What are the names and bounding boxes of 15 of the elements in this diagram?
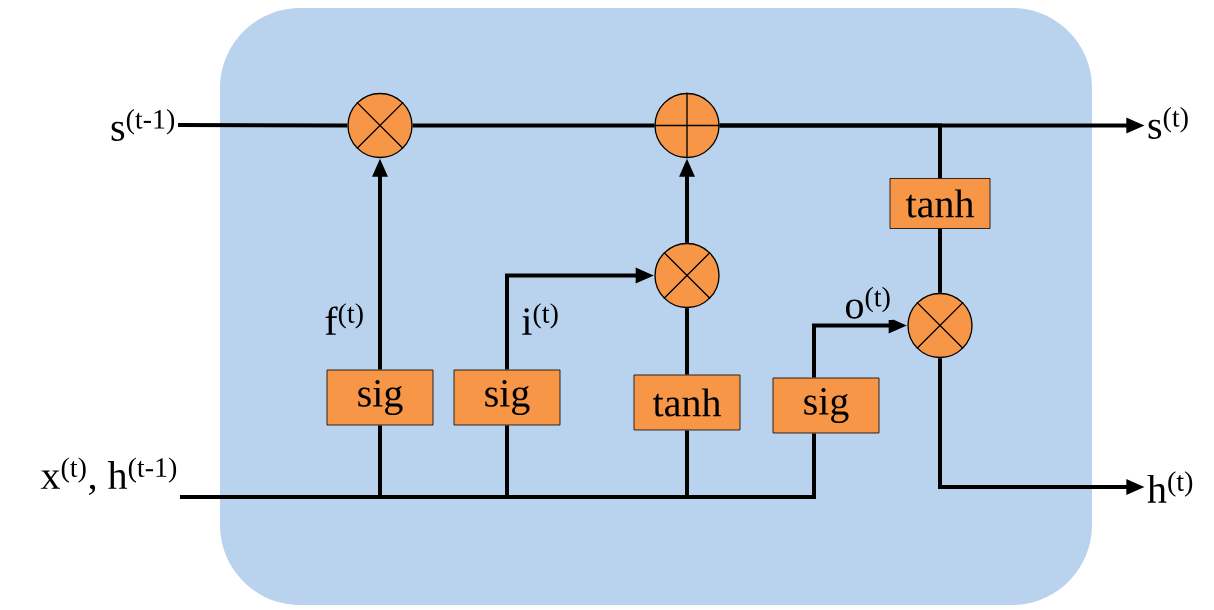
function-box: tanh (889, 178, 991, 229)
multiply-circle (654, 242, 720, 309)
signal-label: h$^{(t)}$ (1147, 471, 1193, 503)
multiply-circle (347, 92, 413, 159)
signal-label: s$^{(t-1)}$ (111, 109, 175, 141)
edge-label: i$^{(t)}$ (520, 301, 561, 336)
add-circle (653, 92, 721, 159)
function-box: sig (772, 377, 880, 434)
function-box: sig (326, 369, 434, 426)
edge-label: o$^{(t)}$ (843, 285, 893, 320)
function-box: sig (453, 369, 561, 426)
signal-label: x$^{(t)}$, h$^{(t-1)}$ (40, 457, 177, 495)
signal-label: s$^{(t)}$ (1148, 107, 1188, 139)
multiply-circle (907, 292, 973, 359)
function-box: tanh (633, 374, 741, 431)
